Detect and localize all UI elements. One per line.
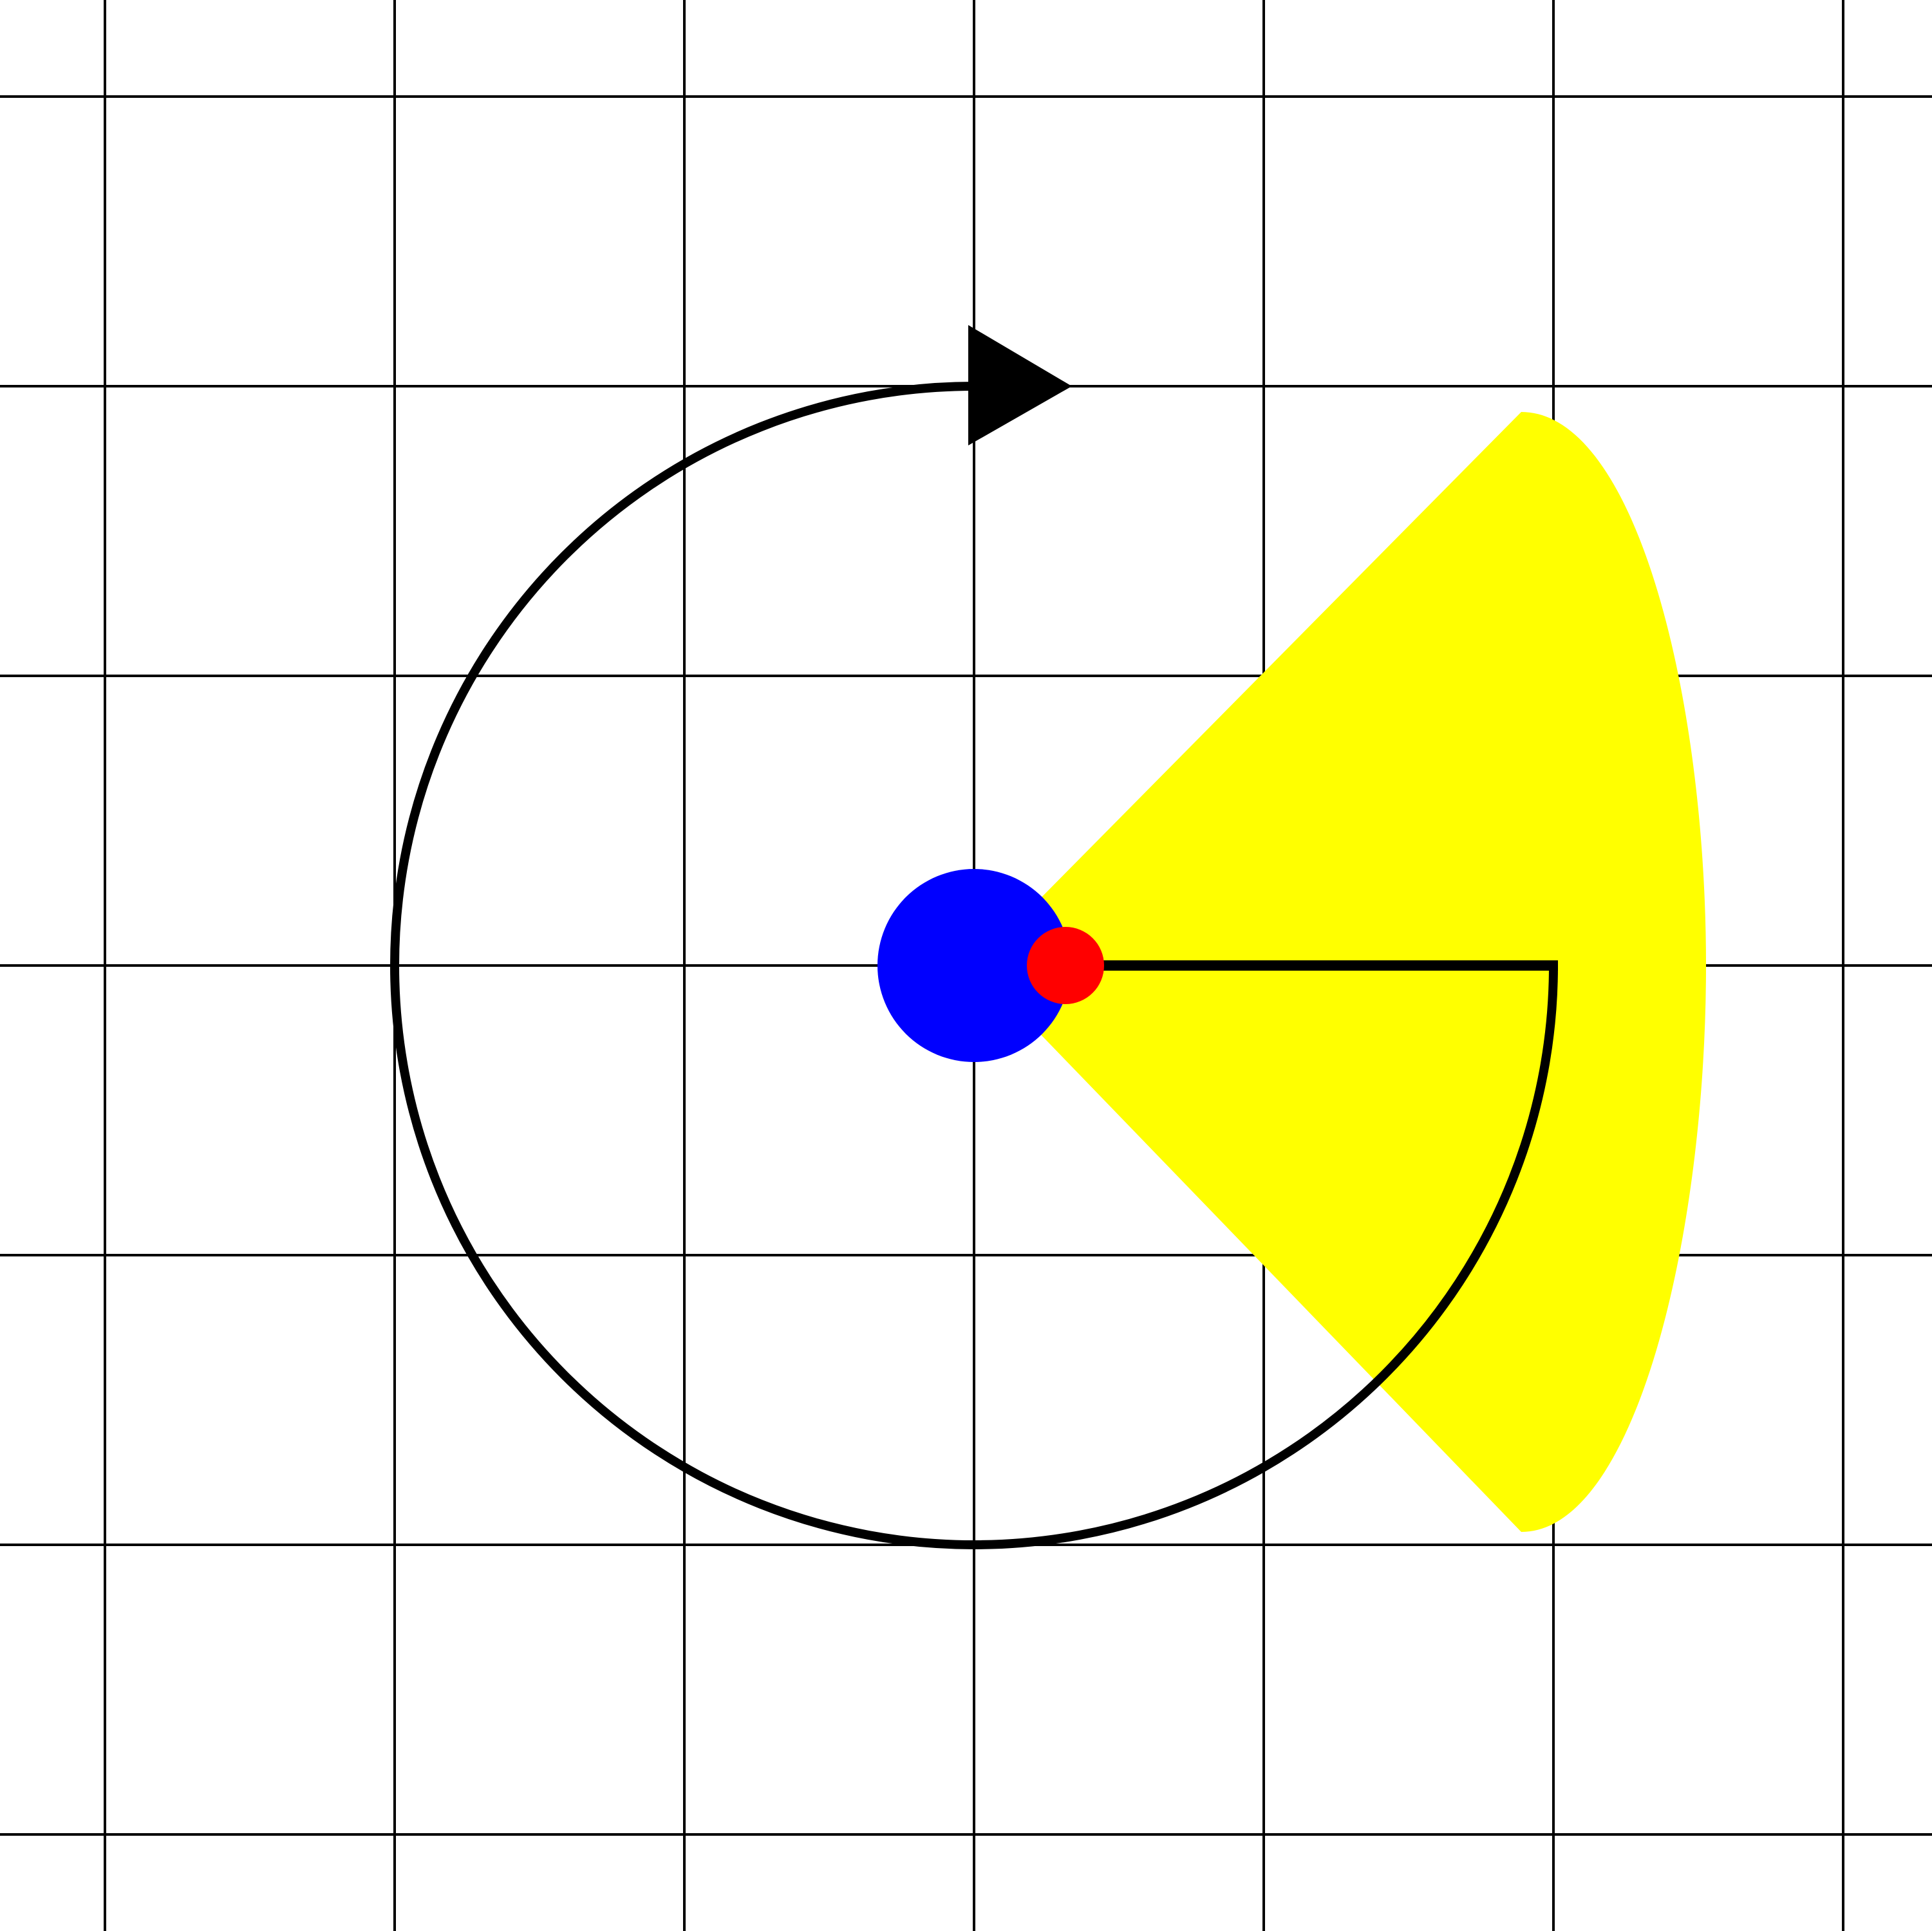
heading-marker xyxy=(1027,927,1104,1004)
sensor-cone xyxy=(974,412,1706,1532)
rotation-arrow-icon xyxy=(968,325,1072,445)
rotation-path xyxy=(390,382,1558,1549)
robot-body xyxy=(877,869,1071,1062)
